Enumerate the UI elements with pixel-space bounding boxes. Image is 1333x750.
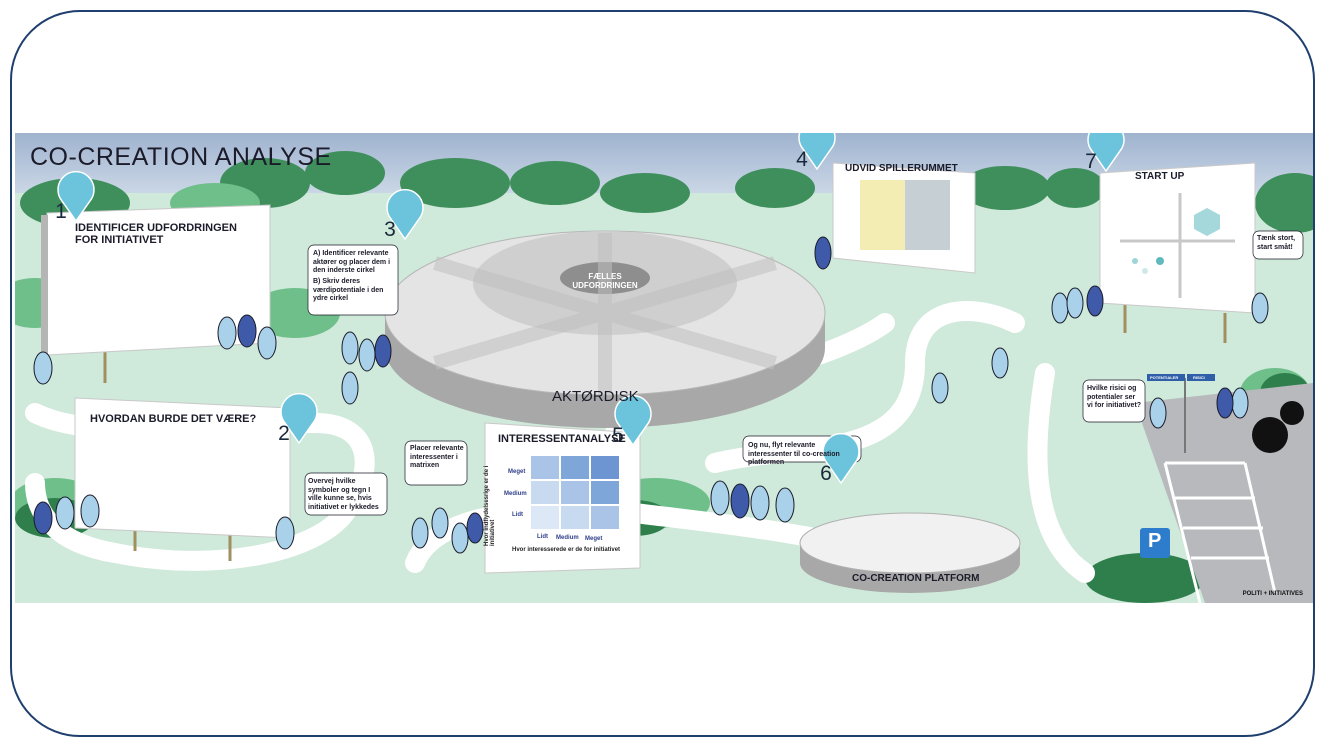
bubble-step-2: Overvej hvilke symboler og tegn I ville … [308, 478, 379, 511]
matrix-row-label: Meget [508, 469, 526, 475]
board-5-title: INTERESSENTANALYSE [498, 433, 626, 445]
disk-center-label: FÆLLES UDFORDRINGEN [572, 272, 638, 290]
board-4-title: UDVID SPILLERUMMET [845, 163, 958, 174]
actor-disk [384, 230, 826, 428]
sign-label-risks: RISICI [1193, 375, 1205, 380]
board-5 [484, 422, 641, 574]
pin-number-3: 3 [384, 218, 396, 241]
matrix-row-label: Medium [504, 491, 527, 497]
parking-sign [1140, 528, 1170, 558]
bubble-step-7-left: Hvilke risici og potentialer ser vi for … [1087, 385, 1142, 409]
pin-number-5: 5 [612, 424, 624, 447]
page-title: CO-CREATION ANALYSE [30, 143, 332, 171]
pin-number-4: 4 [796, 148, 808, 171]
illustration-scene [15, 133, 1313, 603]
bubble-step-3a: A) Identificer relevante aktører og plac… [313, 250, 391, 274]
speech-bubbles [304, 230, 1304, 516]
matrix-x-axis: Hvor interesserede er de for initiativet [512, 547, 621, 553]
matrix-col-label: Medium [556, 535, 579, 541]
board-1-title: IDENTIFICER UDFORDRINGEN FOR INITIATIVET [75, 222, 237, 246]
board-4 [832, 162, 976, 274]
matrix-row-label: Lidt [512, 512, 523, 518]
board-7 [1099, 162, 1256, 343]
bubble-step-5: Placer relevante interessenter i matrixe… [410, 445, 464, 469]
direction-sign [1147, 374, 1215, 453]
parking-symbol: P [1148, 530, 1162, 552]
matrix-col-label: Meget [585, 536, 603, 542]
matrix-y-axis: Hvor indflydelsesrige er de i initiative… [484, 465, 496, 546]
matrix-col-label: Lidt [537, 534, 548, 540]
platform-label: CO-CREATION PLATFORM [852, 573, 980, 584]
bombs [1252, 401, 1304, 453]
pin-number-6: 6 [820, 462, 832, 485]
bubble-step-7-right: Tænk stort, start småt! [1257, 235, 1296, 251]
bubble-step-6: Og nu, flyt relevante interessenter til … [748, 442, 840, 466]
board-7-title: START UP [1135, 171, 1185, 182]
pin-number-7: 7 [1085, 150, 1097, 173]
footer-credit: POLITI + INITIATIVES [1242, 591, 1303, 597]
tree-line [20, 151, 1313, 233]
pin-number-2: 2 [278, 422, 290, 445]
pin-number-1: 1 [55, 200, 67, 223]
sign-label-potentials: POTENTIALER [1150, 375, 1179, 380]
disk-rim-label: AKTØRDISK [552, 388, 639, 405]
platform [799, 512, 1021, 593]
location-pins [57, 133, 1125, 485]
bubble-step-3b: B) Skriv deres værdipotentiale i den ydr… [313, 278, 384, 302]
board-2-title: HVORDAN BURDE DET VÆRE? [90, 413, 257, 425]
people [33, 236, 1269, 554]
